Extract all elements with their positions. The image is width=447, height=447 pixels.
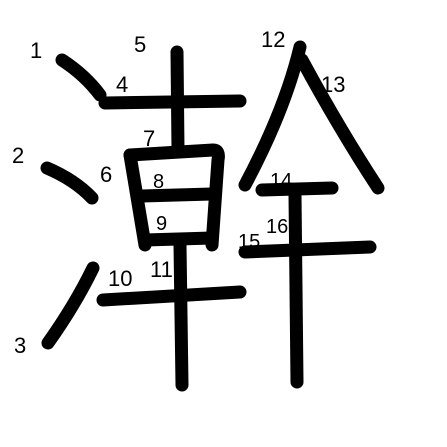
stroke-number-5: 5 [134, 32, 146, 57]
stroke-5 [170, 45, 185, 157]
stroke-number-13: 13 [321, 72, 345, 97]
stroke-10 [96, 285, 247, 307]
stroke-11 [173, 238, 189, 392]
stroke-number-7: 7 [143, 126, 155, 151]
stroke-7 [123, 143, 225, 252]
stroke-15 [238, 240, 377, 259]
stroke-number-9: 9 [156, 213, 167, 235]
stroke-number-8: 8 [153, 171, 164, 193]
stroke-number-4: 4 [116, 72, 128, 97]
stroke-number-1: 1 [30, 38, 42, 63]
stroke-number-12: 12 [261, 27, 285, 52]
stroke-16 [288, 188, 304, 389]
stroke-8 [135, 187, 219, 203]
stroke-1 [55, 53, 107, 102]
stroke-number-10: 10 [108, 266, 132, 291]
stroke-number-14: 14 [270, 170, 292, 192]
stroke-number-labels: 1 2 3 4 5 6 7 8 9 10 11 12 13 14 15 16 [12, 27, 345, 358]
stroke-3 [41, 261, 100, 350]
stroke-number-15: 15 [238, 231, 260, 253]
stroke-12 [238, 40, 307, 192]
stroke-number-11: 11 [150, 257, 173, 282]
stroke-number-6: 6 [100, 162, 112, 187]
stroke-number-2: 2 [12, 143, 24, 168]
stroke-number-16: 16 [266, 216, 288, 238]
character-strokes [40, 40, 385, 392]
stroke-2 [40, 161, 99, 205]
stroke-number-3: 3 [14, 333, 26, 358]
stroke-13 [295, 53, 385, 195]
